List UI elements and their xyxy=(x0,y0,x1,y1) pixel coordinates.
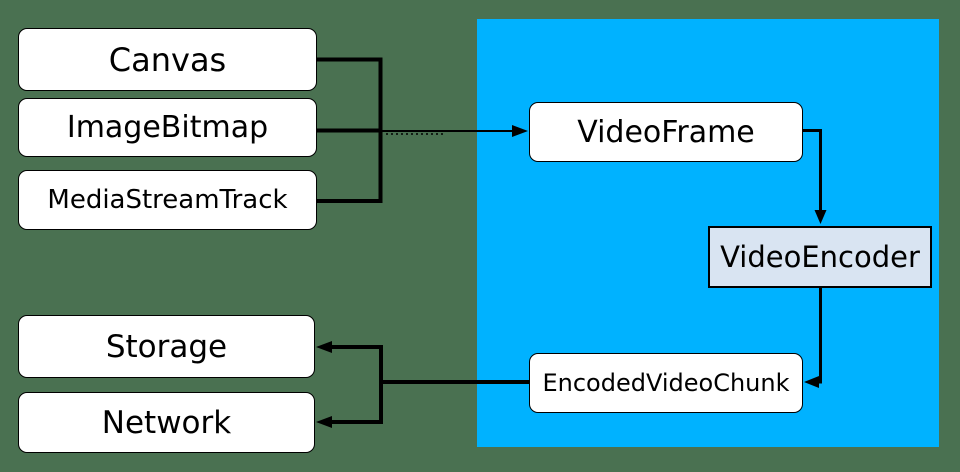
node-mediastreamtrack: MediaStreamTrack xyxy=(18,170,317,230)
node-videoframe: VideoFrame xyxy=(529,102,803,162)
node-storage: Storage xyxy=(18,315,315,378)
node-canvas-label: Canvas xyxy=(108,40,227,79)
node-videoencoder-label: VideoEncoder xyxy=(720,240,920,274)
node-videoencoder: VideoEncoder xyxy=(708,226,932,288)
node-imagebitmap: ImageBitmap xyxy=(18,98,317,157)
node-canvas: Canvas xyxy=(18,28,317,91)
node-encodedvideochunk-label: EncodedVideoChunk xyxy=(542,369,790,397)
node-network: Network xyxy=(18,392,315,453)
arrowhead-into-storage xyxy=(316,341,332,353)
node-mediastreamtrack-label: MediaStreamTrack xyxy=(47,185,288,215)
node-videoframe-label: VideoFrame xyxy=(577,114,755,150)
arrowhead-into-network xyxy=(316,416,332,428)
node-network-label: Network xyxy=(101,404,232,441)
node-imagebitmap-label: ImageBitmap xyxy=(66,110,269,145)
node-storage-label: Storage xyxy=(105,328,228,365)
node-encodedvideochunk: EncodedVideoChunk xyxy=(529,353,803,413)
